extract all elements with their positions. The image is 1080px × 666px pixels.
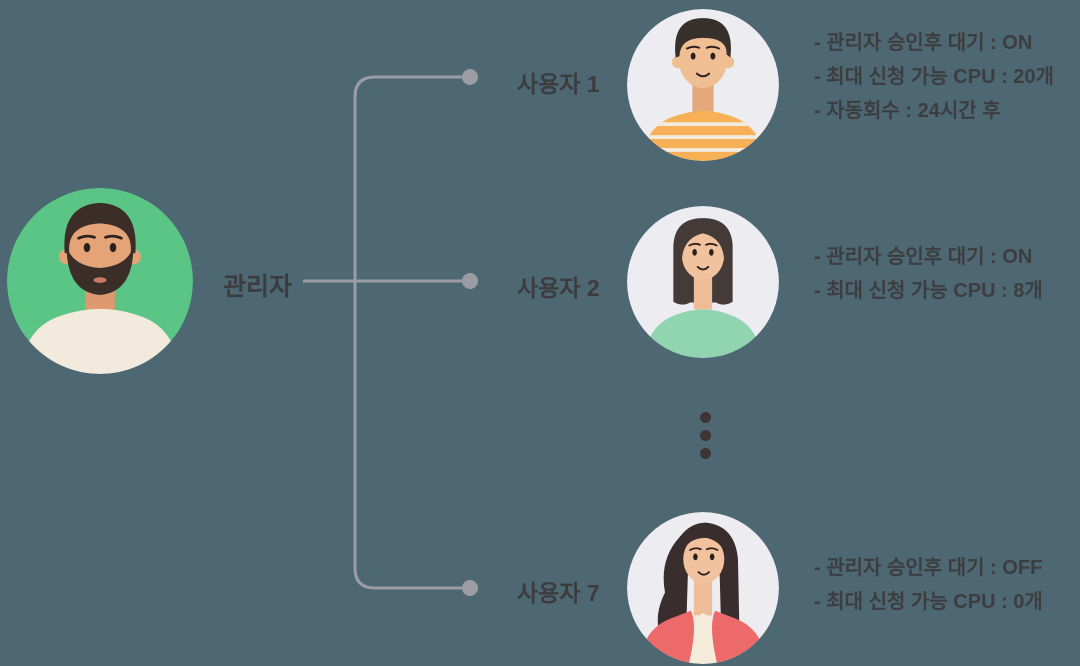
user1-detail-line: - 관리자 승인후 대기 : ON bbox=[814, 32, 1033, 54]
admin-avatar bbox=[7, 188, 193, 374]
ellipsis-dots bbox=[700, 412, 711, 459]
ellipsis-dot bbox=[700, 430, 711, 441]
user2-detail-line: - 최대 신청 가능 CPU : 8개 bbox=[814, 280, 1043, 302]
user2-avatar bbox=[627, 206, 779, 358]
admin-label: 관리자 bbox=[223, 273, 293, 301]
user2-detail-line: - 관리자 승인후 대기 : ON bbox=[814, 246, 1033, 268]
user7-details: - 관리자 승인후 대기 : OFF - 최대 신청 가능 CPU : 0개 bbox=[814, 551, 1080, 619]
woman-long-hair-illustration bbox=[627, 512, 779, 664]
user1-detail-line: - 자동회수 : 24시간 후 bbox=[814, 100, 1001, 122]
branch-trunk-line bbox=[353, 75, 470, 590]
bearded-man-illustration bbox=[7, 188, 193, 374]
user7-detail-line: - 관리자 승인후 대기 : OFF bbox=[814, 557, 1043, 579]
man-striped-shirt-illustration bbox=[627, 9, 779, 161]
user2-details: - 관리자 승인후 대기 : ON - 최대 신청 가능 CPU : 8개 bbox=[814, 240, 1080, 308]
branch-dot-user7 bbox=[462, 580, 478, 596]
user1-details: - 관리자 승인후 대기 : ON - 최대 신청 가능 CPU : 20개 -… bbox=[814, 26, 1080, 128]
user7-label: 사용자 7 bbox=[517, 580, 600, 606]
ellipsis-dot bbox=[700, 412, 711, 423]
user1-label: 사용자 1 bbox=[517, 71, 600, 97]
user1-avatar bbox=[627, 9, 779, 161]
ellipsis-dot bbox=[700, 448, 711, 459]
user1-detail-line: - 최대 신청 가능 CPU : 20개 bbox=[814, 66, 1054, 88]
branch-dot-user2 bbox=[462, 273, 478, 289]
user2-label: 사용자 2 bbox=[517, 275, 600, 301]
branch-dot-user1 bbox=[462, 69, 478, 85]
user7-detail-line: - 최대 신청 가능 CPU : 0개 bbox=[814, 591, 1043, 613]
user7-avatar bbox=[627, 512, 779, 664]
woman-bob-hair-illustration bbox=[627, 206, 779, 358]
